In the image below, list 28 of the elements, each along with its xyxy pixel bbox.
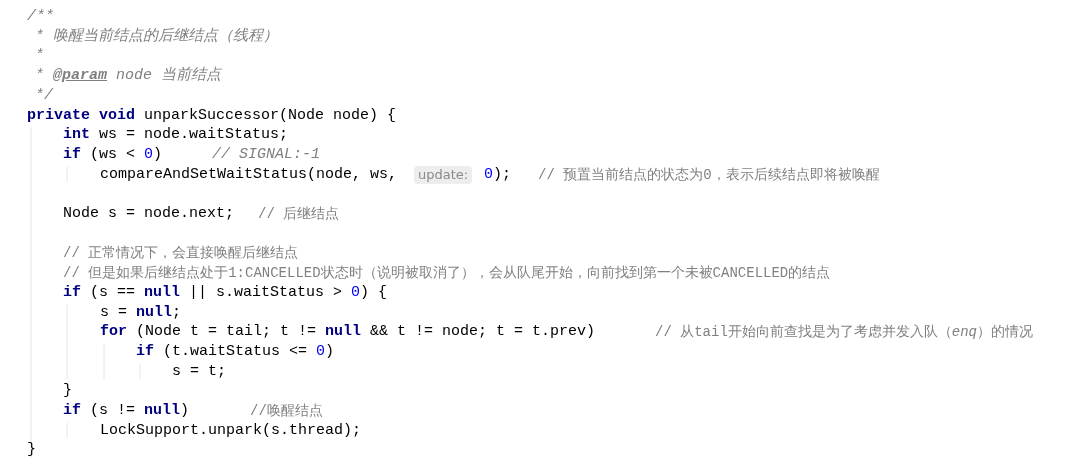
code-line: if (ws < 0)	[63, 144, 163, 165]
code-line: Node s = node.next;	[63, 204, 235, 224]
code-line: LockSupport.unpark(s.thread);	[100, 420, 362, 441]
code-line: s = t;	[172, 361, 226, 382]
doc-comment: */	[35, 85, 53, 106]
doc-comment: *	[35, 46, 44, 67]
code-line: int ws = node.waitStatus;	[63, 125, 289, 146]
code-line: compareAndSetWaitStatus(node, ws,	[100, 164, 398, 185]
code-line: if (s == null || s.waitStatus > 0) {	[63, 282, 388, 303]
doc-comment: * 唤醒当前结点的后继结点（线程）	[35, 26, 278, 47]
code-line: 0);	[484, 164, 512, 185]
code-line: private void unparkSuccessor(Node node) {	[27, 105, 397, 126]
code-comment: // 后继结点	[258, 205, 340, 224]
code-comment: //唤醒结点	[250, 402, 323, 421]
doc-comment: /**	[27, 7, 54, 27]
code-comment: // SIGNAL:-1	[212, 144, 321, 165]
code-line: }	[27, 440, 36, 461]
code-line: if (t.waitStatus <= 0)	[136, 341, 335, 362]
code-line: s = null;	[100, 302, 182, 323]
code-comment: // 但是如果后继结点处于1:CANCELLED状态时（说明被取消了），会从队尾开始，向前找到第一个未被CANCELLED的结点	[63, 264, 831, 284]
code-comment: // 正常情况下，会直接唤醒后继结点	[63, 244, 299, 264]
parameter-hint: update:	[414, 165, 473, 184]
code-line: if (s != null)	[63, 401, 190, 421]
code-comment: // 从tail开始向前查找是为了考虑并发入队（enq）的情况	[655, 323, 1034, 343]
doc-comment: *@param node 当前结点	[35, 66, 222, 87]
code-line: }	[63, 381, 72, 402]
code-comment: // 预置当前结点的状态为0，表示后续结点即将被唤醒	[538, 165, 880, 185]
code-line: for (Node t = tail; t != null && t != node; t = t.prev)	[100, 322, 596, 343]
